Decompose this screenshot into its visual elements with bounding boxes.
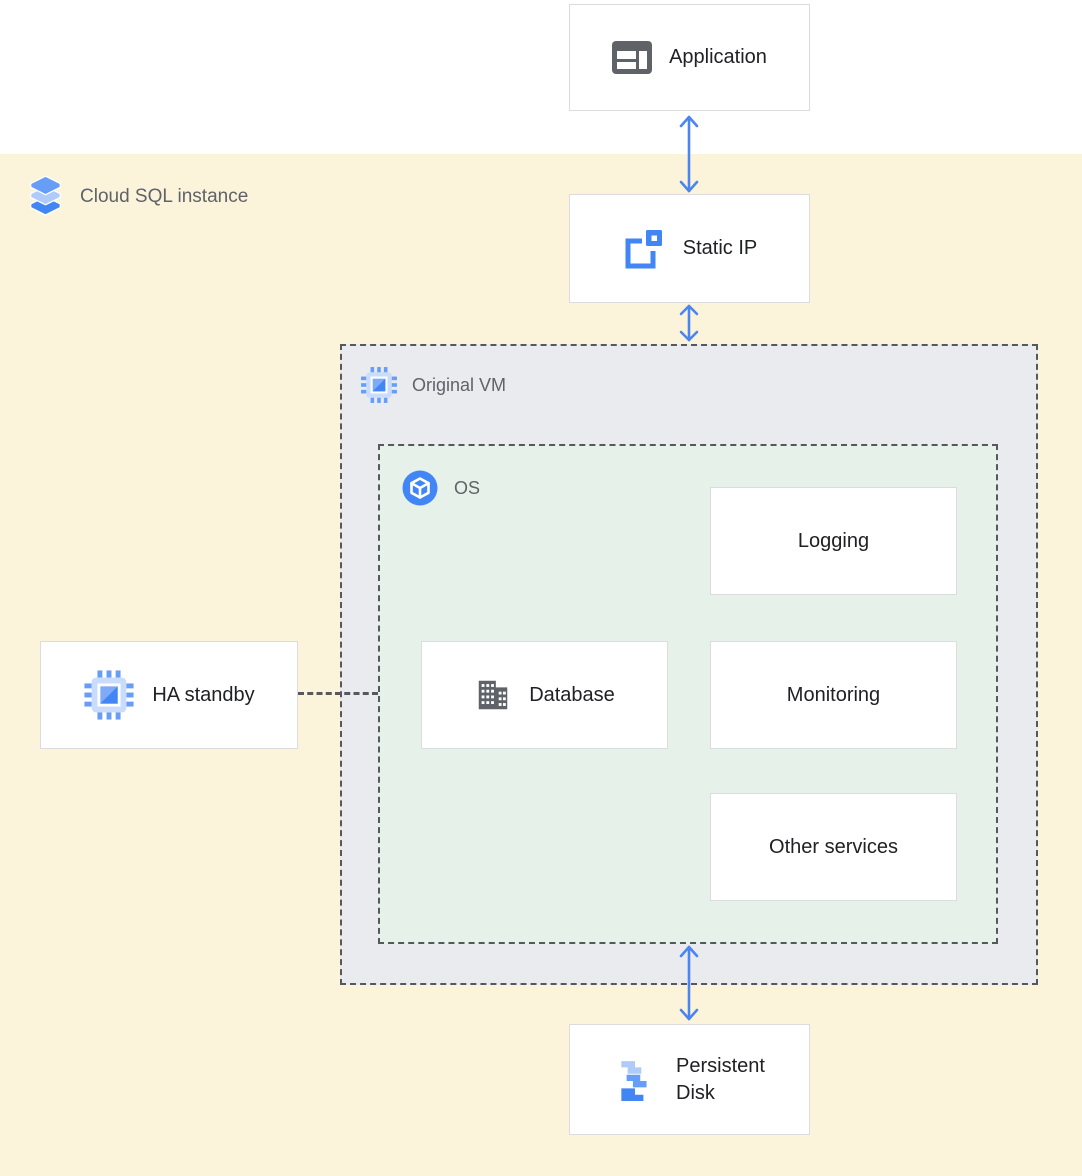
static-ip-label: Static IP [682,237,758,259]
building-icon [474,676,512,714]
static-ip-node: Static IP [569,194,810,303]
static-ip-icon [622,226,666,271]
os-cube-icon [400,468,440,508]
database-node: Database [421,641,668,749]
persistent-disk-icon [614,1059,656,1101]
monitoring-label: Monitoring [786,683,881,706]
application-node: Application [569,4,810,111]
other-services-label: Other services [769,835,898,858]
database-label: Database [529,683,615,706]
ha-standby-label: HA standby [152,683,255,706]
ha-standby-connector-line [298,692,378,695]
persistent-disk-label: Persistent Disk [676,1054,765,1104]
logging-label: Logging [797,529,870,552]
arrow-staticip-vm [679,304,699,342]
cloud-sql-instance-label: Cloud SQL instance [80,185,249,207]
compute-chip-icon [360,366,398,404]
os-label: OS [454,477,481,498]
compute-chip-icon [83,669,135,721]
monitoring-node: Monitoring [710,641,957,749]
application-window-icon [612,41,653,74]
ha-standby-node: HA standby [40,641,298,749]
original-vm-header: Original VM [360,366,506,404]
logging-node: Logging [710,487,957,595]
arrow-os-persistentdisk [679,945,699,1021]
cloud-sql-instance-header: Cloud SQL instance [27,176,248,217]
original-vm-label: Original VM [412,374,507,395]
application-label: Application [669,46,767,68]
other-services-node: Other services [710,793,957,901]
persistent-disk-node: Persistent Disk [569,1024,810,1135]
cloud-sql-stack-icon [27,176,64,217]
os-header: OS [400,468,480,508]
arrow-application-staticip [679,115,699,193]
